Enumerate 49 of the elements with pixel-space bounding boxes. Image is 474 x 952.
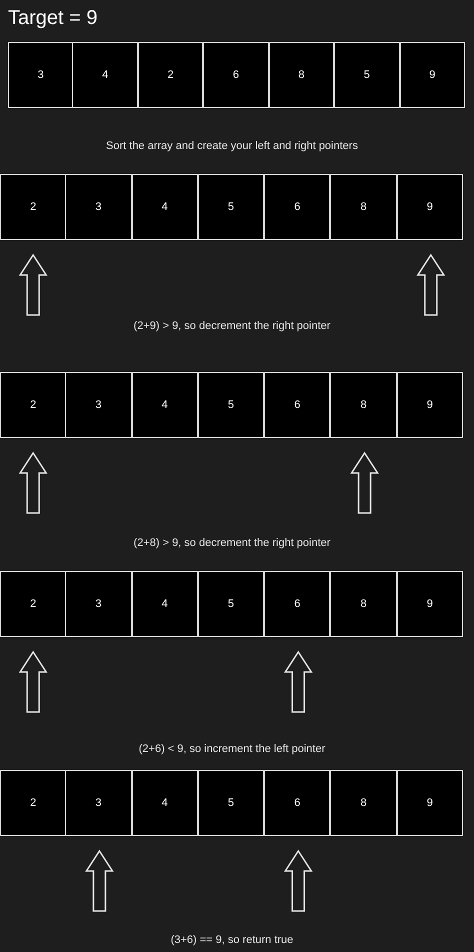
array-cell: 6	[264, 571, 330, 637]
array-cell: 9	[396, 770, 463, 836]
array-cell: 6	[264, 174, 330, 240]
array-cell: 4	[132, 372, 198, 438]
step-caption: (2+8) > 9, so decrement the right pointer	[134, 536, 330, 551]
array-cell: 9	[396, 174, 463, 240]
array-cell: 8	[330, 372, 397, 438]
array-cell: 2	[0, 174, 66, 240]
array-cell: 3	[65, 372, 132, 438]
array-cell: 8	[330, 571, 397, 637]
array-cell: 3	[65, 571, 132, 637]
pointer-arrow	[284, 850, 313, 912]
array-cell: 8	[330, 770, 397, 836]
pointer-arrow	[18, 254, 48, 316]
array-cell: 6	[264, 770, 330, 836]
pointer-arrow	[18, 452, 48, 514]
array-cell: 3	[65, 770, 132, 836]
array-cell: 2	[0, 770, 66, 836]
step-caption: (2+6) < 9, so increment the left pointer	[138, 742, 326, 757]
array-cell: 3	[8, 42, 74, 108]
array-cell: 2	[138, 42, 204, 108]
array-cell: 4	[132, 174, 198, 240]
array-cell: 4	[132, 571, 198, 637]
title: Target = 9	[8, 6, 98, 31]
pointer-arrow	[350, 452, 379, 514]
array-cell: 2	[0, 571, 66, 637]
step-caption: (2+9) > 9, so decrement the right pointer	[134, 319, 330, 334]
array-cell: 5	[198, 770, 264, 836]
array-cell: 4	[132, 770, 198, 836]
array-cell: 5	[198, 372, 264, 438]
array-cell: 4	[72, 42, 138, 108]
array-cell: 6	[203, 42, 269, 108]
array-cell: 9	[396, 571, 463, 637]
array-cell: 2	[0, 372, 66, 438]
array-cell: 9	[396, 372, 463, 438]
pointer-arrow	[416, 254, 446, 316]
step-caption: Sort the array and create your left and right pointers	[106, 139, 358, 154]
step-caption: (3+6) == 9, so return true	[170, 933, 294, 948]
array-cell: 6	[264, 372, 330, 438]
array-cell: 5	[198, 571, 264, 637]
array-cell: 5	[198, 174, 264, 240]
pointer-arrow	[284, 650, 313, 713]
pointer-arrow	[18, 650, 48, 713]
pointer-arrow	[85, 850, 114, 912]
array-cell: 9	[400, 42, 465, 108]
array-cell: 5	[334, 42, 400, 108]
array-cell: 8	[268, 42, 334, 108]
array-cell: 8	[330, 174, 397, 240]
array-cell: 3	[65, 174, 132, 240]
